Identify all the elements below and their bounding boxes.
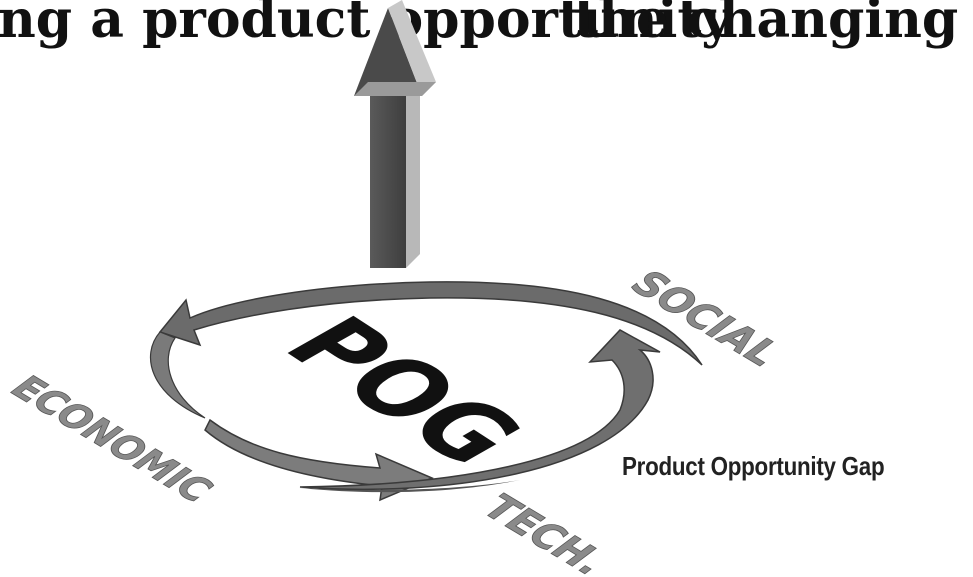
- title-right-fragment: the changing gaps: [574, 0, 973, 50]
- top-cycle-arrow-icon: [149, 281, 703, 419]
- bottom-cycle-arrow-icon: [204, 418, 520, 502]
- tech-label: TECH.: [475, 486, 614, 577]
- right-cycle-arrow-icon: [299, 329, 661, 491]
- title-left-fragment: ng a product opportunity: [0, 0, 732, 50]
- page-title: ng a product opportunity the changing ga…: [0, 0, 973, 54]
- economic-label: ECONOMIC: [4, 367, 221, 511]
- up-arrow-icon: [354, 0, 436, 268]
- pog-label: POG: [268, 296, 541, 487]
- product-opportunity-gap-label: Product Opportunity Gap: [622, 451, 885, 481]
